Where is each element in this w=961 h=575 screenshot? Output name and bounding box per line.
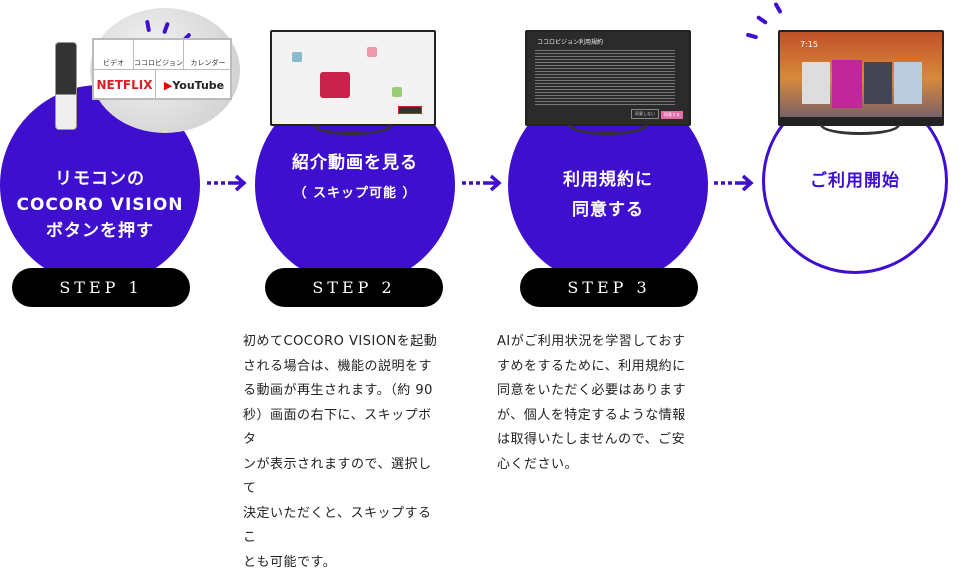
arrow-icon	[712, 174, 754, 192]
desc-line: る動画が再生されます。（約 90	[243, 379, 443, 404]
step1-title-line: COCORO VISION	[16, 192, 183, 218]
tv-terms-screen: ココロビジョン利用規約 同意しない 同意する	[525, 30, 691, 126]
step2-subtitle: （ スキップ可能 ）	[293, 182, 416, 201]
step1-title-line: リモコンの	[55, 166, 145, 192]
desc-line: とも可能です。	[243, 551, 443, 575]
desc-line: は取得いたしませんので、ご安	[497, 428, 697, 453]
tv-clock: 7:15	[800, 40, 818, 49]
arrow-icon	[460, 174, 502, 192]
desc-line: 決定いただくと、スキップするこ	[243, 502, 443, 551]
step3-label: STEP 3	[520, 268, 698, 307]
desc-line: が、個人を特定するような情報	[497, 404, 697, 429]
step3-title-line: 利用規約に	[563, 165, 653, 195]
step2-title: 紹介動画を見る	[292, 150, 418, 176]
menu-item-cocorovision: ココロビジョン	[134, 40, 184, 70]
step2-label: STEP 2	[265, 268, 443, 307]
skip-button	[398, 106, 422, 114]
agree-button: 同意する	[661, 111, 683, 119]
decline-button: 同意しない	[631, 109, 659, 119]
arrow-icon	[205, 174, 247, 192]
desc-line: すめをするために、利用規約に	[497, 355, 697, 380]
desc-line: 心ください。	[497, 453, 697, 478]
desc-line: 秒）画面の右下に、スキップボタ	[243, 404, 443, 453]
desc-line: AIがご利用状況を学習しておす	[497, 330, 697, 355]
desc-line: 同意をいただく必要はあります	[497, 379, 697, 404]
tv-home-screen: 7:15	[778, 30, 944, 126]
youtube-label: YouTube	[172, 79, 224, 92]
tv-intro-video	[270, 30, 436, 126]
step4-title: ご利用開始	[810, 168, 900, 194]
netflix-logo: NETFLIX	[94, 70, 156, 100]
desc-line: ンが表示されますので、選択して	[243, 453, 443, 502]
menu-grid: ビデオ ココロビジョン カレンダー NETFLIX ▶YouTube	[92, 38, 232, 100]
remote-control-image	[55, 42, 77, 130]
terms-header: ココロビジョン利用規約	[537, 37, 603, 46]
step1-label: STEP 1	[12, 268, 190, 307]
menu-item-video: ビデオ	[94, 40, 134, 70]
desc-line: 初めてCOCORO VISIONを起動	[243, 330, 443, 355]
youtube-logo: ▶YouTube	[156, 70, 232, 100]
step3-title-line: 同意する	[572, 195, 644, 225]
desc-line: される場合は、機能の説明をす	[243, 355, 443, 380]
step3-description: AIがご利用状況を学習しておす すめをするために、利用規約に 同意をいただく必要…	[497, 330, 697, 477]
step1-title-line: ボタンを押す	[46, 218, 154, 244]
menu-item-calendar: カレンダー	[184, 40, 232, 70]
step2-description: 初めてCOCORO VISIONを起動 される場合は、機能の説明をす る動画が再…	[243, 330, 443, 575]
